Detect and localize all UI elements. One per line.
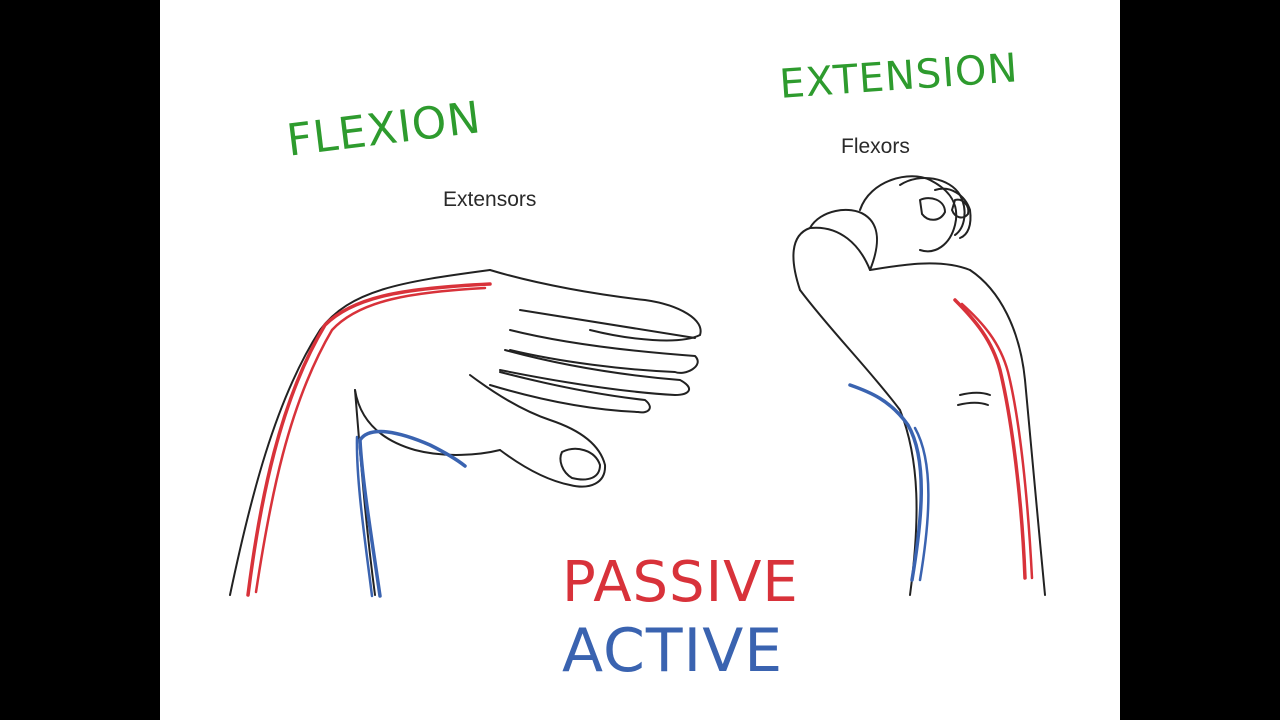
hand-back-outline [489, 269, 702, 342]
finger-four [489, 371, 651, 414]
finger-curl-one [859, 175, 958, 253]
finger-three [499, 349, 690, 396]
finger-curl-three [934, 187, 972, 239]
active-tendon-flexion-2 [355, 435, 374, 598]
palm-outline-left [354, 389, 501, 456]
wrist-crease-right [959, 391, 991, 396]
passive-tendon-flexion-2 [254, 286, 487, 594]
active-tendon-extension [848, 383, 923, 582]
finger-two [509, 329, 699, 374]
extended-hand-illustration [792, 175, 1046, 596]
extension-tendons [848, 298, 1034, 582]
passive-tendon-extension [953, 298, 1027, 580]
flexed-hand-illustration [229, 269, 702, 596]
nail-right-one [919, 197, 946, 221]
forearm-outline-right [799, 289, 918, 596]
letterbox-left [0, 0, 160, 720]
wrist-crease-right-2 [957, 401, 989, 406]
passive-tendon-extension-2 [960, 302, 1034, 580]
thumb-outline [469, 374, 607, 488]
active-legend-label: ACTIVE [562, 616, 784, 686]
wrist-diagram [229, 175, 1046, 598]
thumb-nail [559, 447, 601, 481]
thumb-outline-right [809, 208, 878, 271]
active-tendon-extension-2 [913, 426, 930, 582]
flexion-tendons [246, 282, 492, 598]
finger-one [519, 309, 696, 339]
passive-legend-label: PASSIVE [562, 550, 799, 615]
passive-tendon-flexion [246, 282, 492, 597]
letterbox-right [1120, 0, 1280, 720]
forearm-outline-left [229, 269, 491, 596]
forearm-outline-right-back [969, 269, 1046, 596]
active-tendon-flexion [358, 429, 467, 598]
extensors-label: Extensors [443, 188, 537, 211]
palm-outline-right [792, 226, 971, 291]
diagram-canvas: FLEXION EXTENSION Extensors Flexors PASS… [160, 0, 1120, 720]
flexors-label: Flexors [841, 135, 910, 158]
nail-right-two [951, 198, 970, 219]
